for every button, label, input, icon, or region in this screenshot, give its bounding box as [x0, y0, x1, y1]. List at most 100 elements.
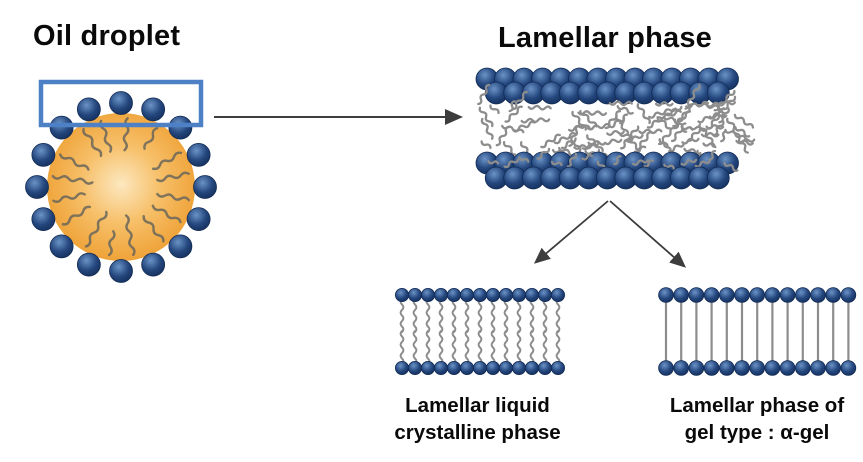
tangled-tail — [712, 120, 725, 137]
tangled-tail — [619, 113, 629, 125]
lipid-tail — [52, 192, 86, 204]
surfactant-head — [840, 287, 857, 303]
surfactant-head — [485, 287, 500, 302]
tangled-tail — [684, 83, 701, 110]
tangled-tail — [477, 83, 491, 106]
tangled-tail — [657, 122, 680, 146]
tangled-tail — [553, 132, 577, 145]
surfactant-head — [703, 287, 720, 303]
wavy-tail-down — [425, 298, 431, 333]
wavy-tail-down — [399, 298, 405, 333]
surfactant-head — [825, 287, 841, 303]
surfactant-head — [472, 287, 487, 302]
surfactant-head — [446, 360, 461, 375]
surfactant-head — [168, 115, 193, 140]
surfactant-head — [673, 360, 689, 376]
tangled-tail — [487, 160, 500, 165]
surfactant-head — [186, 142, 211, 167]
tangled-tail — [668, 142, 685, 153]
surfactant-head — [512, 360, 527, 375]
surfactant-head — [459, 287, 474, 302]
surfactant-head — [810, 360, 826, 376]
surfactant-head — [673, 287, 689, 303]
tangled-tail — [717, 105, 726, 118]
surfactant-head — [498, 360, 513, 375]
surfactant-head — [840, 360, 857, 376]
surfactant-head — [779, 360, 796, 376]
surfactant-head — [658, 287, 674, 303]
tangled-tail — [681, 137, 700, 145]
surfactant-head — [109, 259, 133, 283]
wavy-tail-up — [516, 330, 522, 365]
wavy-tail-up — [529, 330, 535, 365]
surfactant-head — [779, 287, 796, 303]
tangled-tail — [540, 133, 561, 149]
tangled-tail — [702, 142, 716, 147]
lipid-tail — [51, 174, 94, 185]
oil-droplet-label: Oil droplet — [33, 20, 181, 52]
surfactant-head — [459, 360, 474, 375]
surfactant-head — [794, 287, 811, 303]
wavy-tail-up — [412, 330, 418, 365]
left-caption: Lamellar liquid crystalline phase — [380, 392, 575, 446]
right-caption-line2: gel type : α-gel — [684, 421, 830, 444]
surfactant-head — [31, 207, 56, 232]
surfactant-head — [446, 287, 461, 302]
surfactant-head — [420, 360, 435, 375]
tangled-tail — [662, 115, 676, 122]
wavy-tail-down — [529, 298, 535, 333]
tangled-tail — [508, 100, 516, 113]
tangled-tail — [620, 125, 640, 150]
wavy-tail-down — [451, 298, 457, 333]
surfactant-head — [764, 287, 781, 303]
tangled-tail — [608, 100, 633, 107]
lipid-tail — [151, 204, 182, 224]
oil-core — [47, 113, 195, 261]
surfactant-head — [688, 360, 705, 376]
tangled-tail — [720, 130, 728, 143]
surfactant-head — [394, 360, 409, 375]
surfactant-head — [703, 360, 720, 376]
tangled-tail — [503, 158, 520, 169]
tangled-tail — [520, 117, 551, 124]
tangled-tail — [625, 134, 644, 143]
tangled-tail — [480, 117, 494, 140]
right-caption-line1: Lamellar phase of — [669, 394, 845, 417]
surfactant-head — [764, 360, 781, 376]
lipid-tail — [58, 153, 90, 171]
surfactant-head — [718, 360, 735, 376]
left-caption-line2: crystalline phase — [394, 421, 561, 444]
wavy-tail-down — [490, 298, 496, 333]
lipid-tail — [107, 230, 116, 257]
tangled-tail — [527, 104, 552, 111]
tangled-tail — [656, 115, 671, 130]
tangled-tail — [518, 156, 530, 163]
lipid-tail — [61, 205, 92, 226]
surfactant-head — [734, 287, 750, 303]
tangled-tail — [489, 104, 500, 115]
tangled-tail — [654, 101, 674, 107]
tangled-tail — [616, 105, 634, 115]
tangled-tail — [734, 126, 751, 138]
surfactant-head — [186, 207, 211, 232]
lipid-tail — [142, 215, 165, 243]
surfactant-head — [551, 360, 566, 375]
tangled-tail — [643, 159, 654, 168]
tangled-tail — [613, 155, 622, 166]
tangled-tail — [635, 131, 653, 151]
wavy-tail-up — [490, 330, 496, 365]
surfactant-head — [525, 287, 540, 302]
tangled-tail — [646, 117, 663, 129]
surfactant-head — [76, 97, 101, 122]
wavy-tail-up — [477, 330, 483, 365]
lipid-tail — [124, 214, 136, 257]
tangled-tail — [551, 148, 565, 155]
surfactant-head — [794, 360, 811, 376]
wavy-tail-up — [555, 330, 561, 365]
highlight-box — [38, 79, 204, 128]
surfactant-head — [749, 287, 765, 303]
tangled-tail — [511, 90, 528, 111]
wavy-tail-down — [555, 298, 561, 333]
surfactant-head — [31, 142, 56, 167]
tangled-tail — [536, 147, 551, 160]
